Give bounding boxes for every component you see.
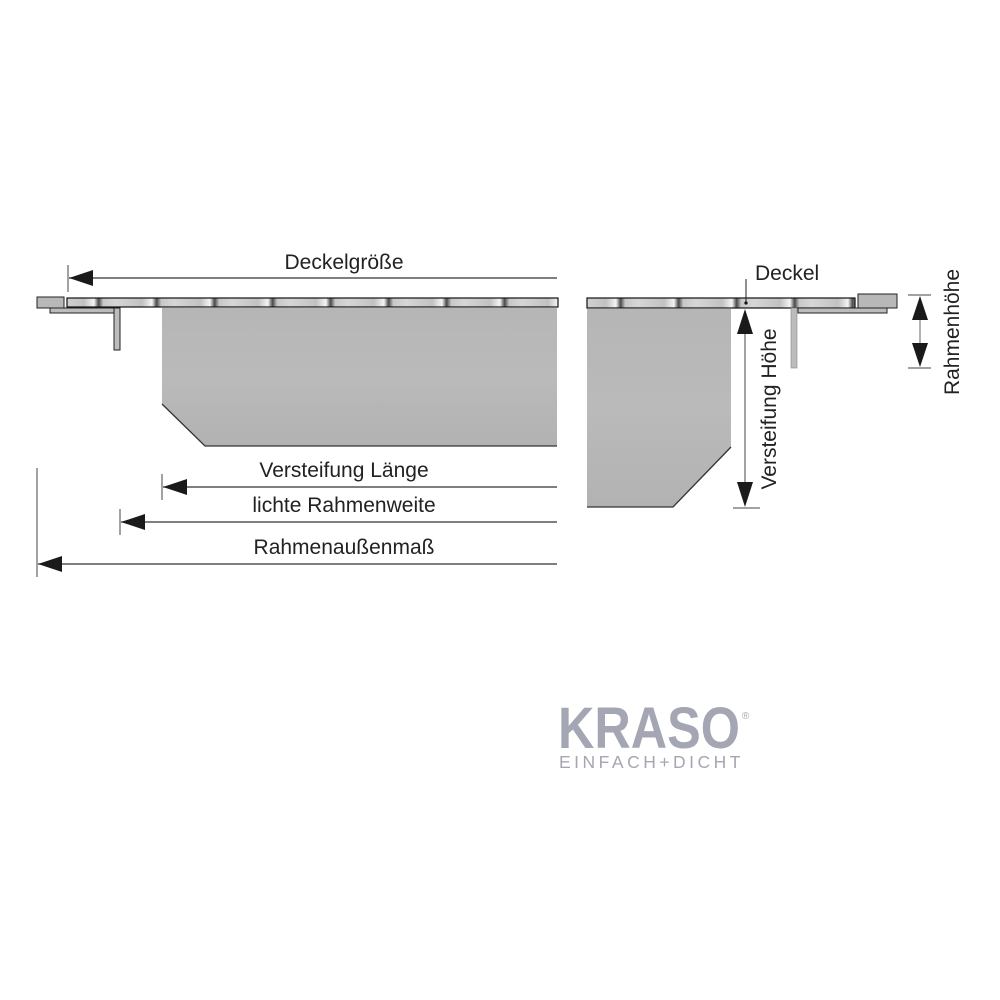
lid-plate-right (586, 297, 856, 309)
dimension-clear-frame-width (119, 509, 557, 535)
frame-leg-right (790, 307, 798, 369)
dimension-frame-height (908, 294, 931, 369)
dimension-lid-size (67, 265, 557, 292)
kraso-logo: KRASO ® EINFACH+DICHT (558, 696, 750, 772)
label-stiffener-length: Versteifung Länge (259, 459, 428, 482)
frame-block-right (857, 293, 898, 309)
label-clear-frame-width: lichte Rahmenweite (252, 494, 435, 517)
label-frame-height: Rahmenhöhe (941, 269, 964, 395)
left-section-view (36, 296, 559, 447)
stiffener-right-outline (587, 446, 732, 508)
dimension-frame-outer (36, 468, 557, 577)
logo-tagline: EINFACH+DICHT (559, 752, 745, 772)
dimension-stiffener-height (733, 309, 760, 509)
stiffener-right (587, 309, 731, 507)
arrow-up (912, 296, 928, 320)
label-lid-size: Deckelgröße (284, 251, 403, 274)
lid-leader-dot (744, 301, 748, 305)
arrow-down (737, 482, 753, 507)
label-lid: Deckel (755, 262, 819, 285)
stiffener-left (162, 308, 557, 446)
label-stiffener-height: Versteifung Höhe (758, 328, 781, 489)
logo-registered-mark: ® (742, 711, 750, 722)
arrow-down (912, 343, 928, 367)
frame-block-left (36, 296, 65, 309)
logo-wordmark: KRASO (558, 696, 740, 761)
dimension-stiffener-length (161, 474, 557, 500)
frame-leg-left (113, 307, 121, 351)
right-section-view (586, 279, 898, 508)
lid-plate-left (66, 297, 559, 308)
frame-flange-left (49, 307, 116, 314)
stiffener-left-outline (161, 403, 557, 447)
label-frame-outer-dimension: Rahmenaußenmaß (254, 536, 435, 559)
arrow-up (737, 309, 753, 334)
frame-flange-right (797, 307, 888, 314)
